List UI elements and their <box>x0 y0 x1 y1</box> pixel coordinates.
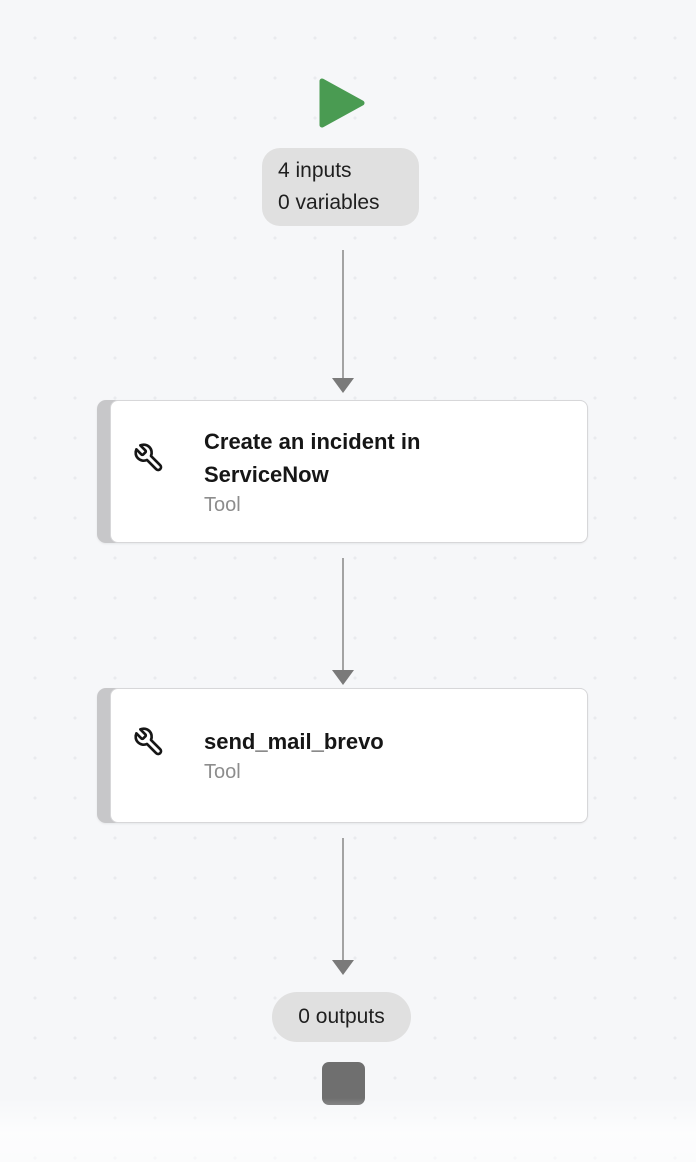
node-subtitle: Tool <box>204 493 241 516</box>
arrow-down-icon-2 <box>332 670 354 685</box>
node-card-create-incident-servicenow[interactable]: Create an incident in ServiceNow Tool <box>97 400 588 543</box>
arrow-down-icon-1 <box>332 378 354 393</box>
variables-count-label: 0 variables <box>278 191 380 214</box>
node-title-row: send_mail_brevo <box>133 725 571 758</box>
node-card-inner: Create an incident in ServiceNow Tool <box>110 400 588 543</box>
start-node[interactable] <box>319 78 365 128</box>
connector-line-3 <box>342 838 344 960</box>
start-io-badge[interactable]: 4 inputs 0 variables <box>262 148 419 226</box>
connector-line-2 <box>342 558 344 670</box>
bottom-fade-overlay <box>0 1098 696 1162</box>
node-subtitle: Tool <box>204 761 241 783</box>
connector-line-1 <box>342 250 344 378</box>
node-card-inner: send_mail_brevo Tool <box>110 688 588 823</box>
wrench-icon <box>133 726 165 758</box>
node-card-send-mail-brevo[interactable]: send_mail_brevo Tool <box>97 688 588 823</box>
node-title: send_mail_brevo <box>204 729 384 754</box>
play-icon <box>319 78 365 132</box>
outputs-count-label: 0 outputs <box>298 1005 385 1028</box>
arrow-down-icon-3 <box>332 960 354 975</box>
node-title-row: Create an incident in ServiceNow <box>133 425 571 491</box>
outputs-badge[interactable]: 0 outputs <box>272 992 411 1042</box>
node-title: Create an incident in ServiceNow <box>204 428 421 487</box>
wrench-icon <box>133 442 165 474</box>
inputs-count-label: 4 inputs <box>278 159 352 182</box>
end-node-stop-square-icon[interactable] <box>322 1062 365 1105</box>
